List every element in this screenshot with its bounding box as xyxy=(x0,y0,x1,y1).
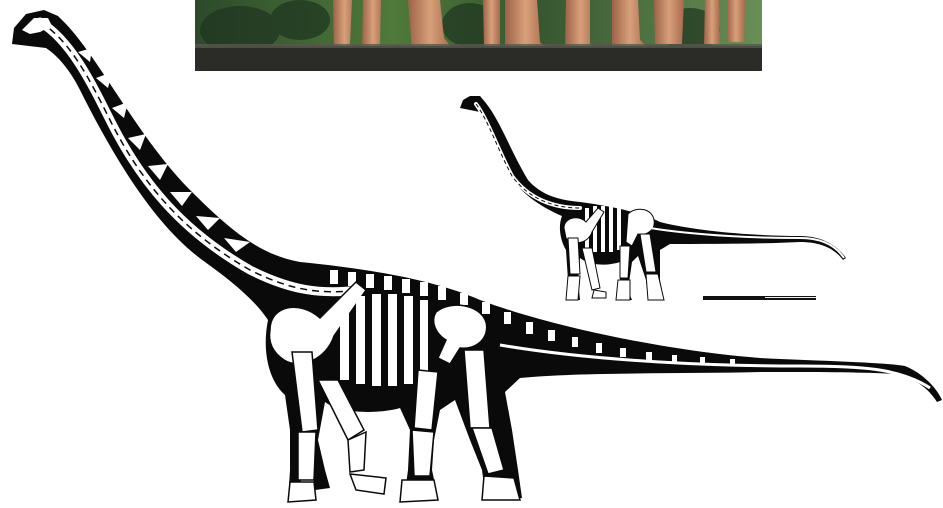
legs-photo xyxy=(195,0,762,71)
scale-bar xyxy=(703,296,816,300)
small-skeleton xyxy=(460,96,846,300)
large-skeleton xyxy=(12,10,942,502)
